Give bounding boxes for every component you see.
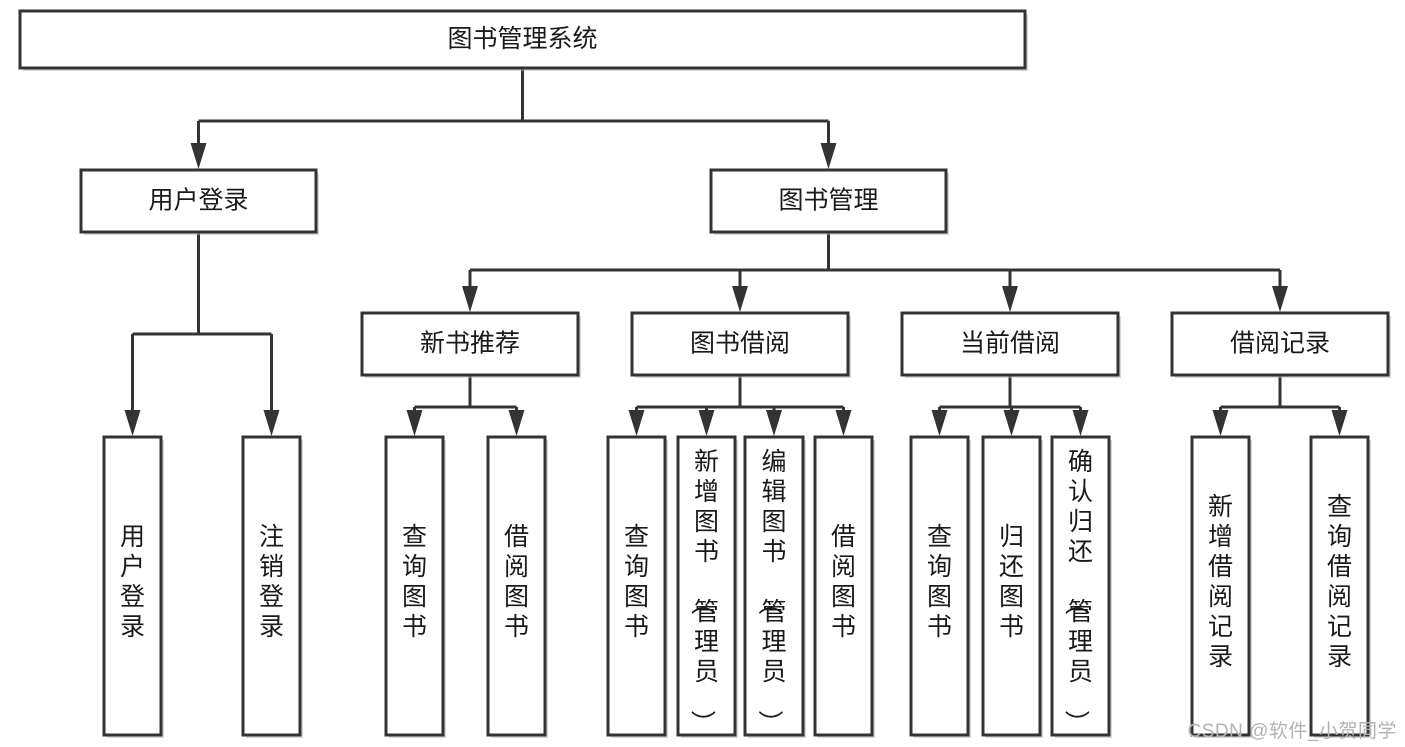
node-box[interactable] bbox=[709, 168, 948, 234]
node-label: 编辑图书（管理员） bbox=[755, 448, 786, 735]
node-records[interactable]: 借阅记录 bbox=[1170, 311, 1391, 378]
node-label: 当前借阅 bbox=[960, 330, 1060, 358]
nodes-layer: 图书管理系统用户登录图书管理新书推荐图书借阅当前借阅借阅记录用户登录注销登录查询… bbox=[18, 9, 1391, 738]
node-box[interactable] bbox=[676, 435, 737, 737]
node-label: 归还图书 bbox=[999, 523, 1024, 641]
node-label: 图书管理系统 bbox=[447, 25, 597, 53]
node-box[interactable] bbox=[900, 311, 1120, 377]
node-leaf10[interactable]: 归还图书 bbox=[981, 435, 1043, 738]
node-box[interactable] bbox=[1050, 435, 1111, 737]
node-box[interactable] bbox=[360, 311, 580, 377]
node-box[interactable] bbox=[384, 435, 445, 737]
node-box[interactable] bbox=[606, 435, 667, 737]
node-label: 图书借阅 bbox=[690, 330, 790, 358]
node-label: 图书管理 bbox=[778, 187, 878, 215]
node-label: 借阅记录 bbox=[1230, 330, 1330, 358]
node-leaf3[interactable]: 查询图书 bbox=[384, 435, 446, 738]
node-label: 确认归还（管理员） bbox=[1062, 448, 1093, 735]
node-leaf5[interactable]: 查询图书 bbox=[606, 435, 668, 738]
node-leaf4[interactable]: 借阅图书 bbox=[486, 435, 548, 738]
node-box[interactable] bbox=[743, 435, 805, 737]
node-leaf13[interactable]: 查询借阅记录 bbox=[1309, 435, 1371, 738]
node-current[interactable]: 当前借阅 bbox=[900, 311, 1121, 378]
node-label: 借阅图书 bbox=[504, 523, 529, 641]
node-label: 新书推荐 bbox=[420, 330, 520, 358]
edge-group-bookmgmt bbox=[462, 232, 1288, 312]
node-leaf11[interactable]: 确认归还（管理员） bbox=[1050, 435, 1112, 738]
node-leaf6[interactable]: 新增图书（管理员） bbox=[676, 435, 738, 738]
edge-group-newbook bbox=[406, 375, 525, 436]
node-label: 查询图书 bbox=[624, 523, 649, 641]
node-bookmgmt[interactable]: 图书管理 bbox=[709, 168, 949, 235]
node-leaf7[interactable]: 编辑图书（管理员） bbox=[743, 435, 806, 738]
node-label: 查询借阅记录 bbox=[1327, 493, 1352, 671]
node-label: 新增图书（管理员） bbox=[688, 448, 719, 735]
node-root[interactable]: 图书管理系统 bbox=[18, 9, 1028, 71]
node-leaf12[interactable]: 新增借阅记录 bbox=[1190, 435, 1252, 738]
node-login[interactable]: 用户登录 bbox=[79, 168, 319, 235]
node-box[interactable] bbox=[1170, 311, 1390, 377]
node-label: 注销登录 bbox=[259, 523, 284, 641]
node-leaf1[interactable]: 用户登录 bbox=[102, 435, 164, 738]
node-label: 查询图书 bbox=[927, 523, 952, 641]
watermark-text: CSDN @软件_小贺同学 bbox=[1187, 721, 1397, 742]
node-box[interactable] bbox=[1190, 435, 1251, 737]
node-box[interactable] bbox=[102, 435, 163, 737]
edge-group-login bbox=[124, 232, 280, 436]
edge-group-records bbox=[1212, 375, 1348, 436]
node-leaf8[interactable]: 借阅图书 bbox=[813, 435, 875, 738]
node-box[interactable] bbox=[813, 435, 874, 737]
edges-layer bbox=[124, 68, 1348, 436]
node-box[interactable] bbox=[241, 435, 302, 737]
node-leaf9[interactable]: 查询图书 bbox=[909, 435, 971, 738]
node-borrow[interactable]: 图书借阅 bbox=[630, 311, 851, 378]
node-newbook[interactable]: 新书推荐 bbox=[360, 311, 581, 378]
node-label: 查询图书 bbox=[402, 523, 427, 641]
node-box[interactable] bbox=[909, 435, 970, 737]
node-box[interactable] bbox=[486, 435, 547, 737]
node-box[interactable] bbox=[981, 435, 1042, 737]
node-leaf2[interactable]: 注销登录 bbox=[241, 435, 303, 738]
node-box[interactable] bbox=[79, 168, 318, 234]
node-label: 新增借阅记录 bbox=[1208, 493, 1233, 671]
edge-group-borrow bbox=[628, 375, 852, 436]
node-box[interactable] bbox=[630, 311, 850, 377]
edge-group-current bbox=[931, 375, 1089, 436]
node-label: 用户登录 bbox=[148, 187, 248, 215]
node-label: 借阅图书 bbox=[831, 523, 856, 641]
node-box[interactable] bbox=[18, 9, 1027, 70]
edge-group-root bbox=[190, 68, 837, 169]
node-label: 用户登录 bbox=[120, 523, 145, 641]
node-box[interactable] bbox=[1309, 435, 1370, 737]
